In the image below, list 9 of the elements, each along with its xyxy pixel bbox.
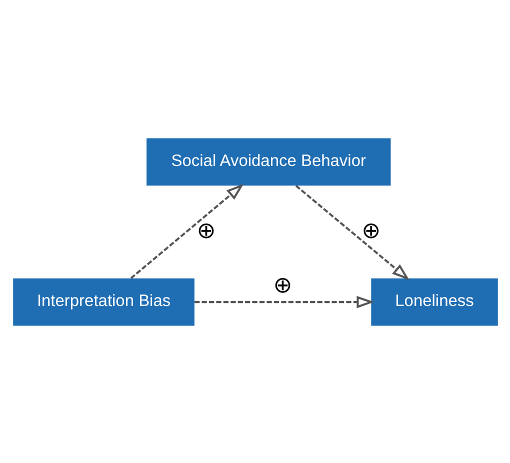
node-box: Loneliness — [370, 278, 498, 326]
arrow — [194, 295, 374, 308]
edge-label: ⊕ — [361, 217, 380, 244]
arrow — [130, 183, 244, 278]
edge-label: ⊕ — [196, 217, 216, 244]
node-box: Interpretation Bias — [12, 278, 194, 326]
edge-label: ⊕ — [272, 272, 292, 298]
node-box: Social Avoidance Behavior — [146, 138, 390, 186]
arrow — [294, 184, 409, 280]
